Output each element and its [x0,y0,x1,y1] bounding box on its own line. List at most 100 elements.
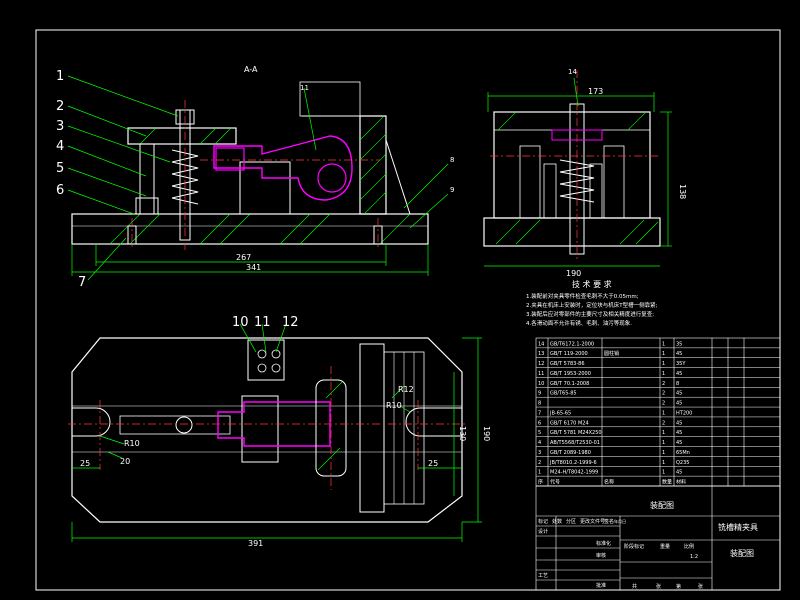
bom-cell-qty: 1 [662,450,665,456]
drawing-type-label: 装配图 [650,500,674,510]
balloon-10: 10 [232,315,249,330]
drawing-border [35,29,781,591]
bom-cell-mat: 35 [676,341,682,347]
bom-cell-mat: HT200 [676,410,692,416]
bom-cell-no: 6 [538,420,541,426]
bom-cell-name: 圆柱销 [604,350,619,357]
balloon-8: 8 [450,156,454,164]
balloon-12: 12 [282,315,299,330]
top-view: 10 11 12 391 190 130 R12 R10 R10 20 25 [68,315,491,548]
balloon-3: 3 [56,119,64,134]
bom-cell-qty: 1 [662,440,665,446]
bom-cell-qty: 1 [662,410,665,416]
bom-cell-code: AB/T5568/T2530-01 [550,440,600,446]
sheet-label-2: 第 [676,583,681,590]
stage-header-2: 比例 [684,543,694,550]
dim-r10b: R10 [124,439,140,448]
bom-cell-no: 14 [538,341,544,347]
bom-cell-qty: 1 [662,341,665,347]
side-upright [493,111,651,219]
bom-cell-mat: 45 [676,470,682,476]
balloon-2: 2 [56,99,64,114]
bom-cell-no: 2 [538,460,541,466]
bom-cell-qty: 1 [662,351,665,357]
dim-190-side: 190 [566,269,581,278]
bom-cell-no: 8 [538,401,541,407]
bom-cell-no: 3 [538,450,541,456]
bom-cell-qty: 1 [662,470,665,476]
bom-cell-no: 序 [538,479,543,486]
balloon-1: 1 [56,69,64,84]
technical-requirements: 技 术 要 求 1.装配前对夹具零件检查毛刺不大于0.05mm; 2.夹具在机床… [526,279,658,327]
scale-value: 1:2 [690,554,698,560]
stage-header-0: 阶段标记 [624,543,644,550]
clamp-arm [127,127,237,145]
dim-r12: R12 [398,385,414,394]
dim-130: 130 [458,426,467,441]
bom-cell-code: JB/T8010.2-1999-6 [549,460,597,466]
dim-173: 173 [588,87,603,96]
lever-part [213,135,353,201]
tech-req-line-3: 3.装配后应对零部件的主要尺寸及相关精度进行复查; [526,310,654,318]
bom-cell-no: 11 [538,371,544,377]
bom-cell-qty: 1 [662,371,665,377]
balloon-11-top: 11 [254,315,271,330]
dim-r10: R10 [386,401,402,410]
balloon-5: 5 [56,161,64,176]
rev-header-3: 更改文件号 [580,518,605,525]
sheet-label-3: 张 [698,583,703,590]
top-lever-part [217,401,331,447]
dim-138: 138 [678,184,687,199]
bom-cell-mat: 35Y [676,361,686,367]
bom-cell-code: GB/T6172.1-2000 [550,341,594,347]
bom-cell-qty: 2 [662,391,665,397]
bom-cell-no: 4 [538,440,541,446]
bom-cell-code: JB-65-65 [549,410,571,416]
bom-cell-no: 5 [538,430,541,436]
top-base-outline [71,337,463,523]
bom-cell-qty: 1 [662,430,665,436]
balloon-4: 4 [56,139,64,154]
dim-20: 20 [120,457,130,466]
bom-cell-mat: 45 [676,420,682,426]
rev-header-4: 签名 [604,518,614,525]
drawing-name: 装配图 [730,548,754,558]
bom-cell-code: GB/T65-85 [550,391,577,397]
side-view: 14 173 138 190 [483,68,687,278]
bom-cell-no: 1 [538,470,541,476]
stage-header-1: 重量 [660,543,670,550]
section-label: A-A [244,65,258,74]
tech-req-title: 技 术 要 求 [572,279,612,289]
sign-row-2: 审核 [596,552,606,559]
bom-cell-code: GB/T 1953-2000 [550,371,591,377]
title-block [535,485,781,591]
bom-cell-no: 13 [538,351,544,357]
front-view: A-A [56,65,454,290]
bom-cell-code: GB/T 6170 M24 [550,420,589,426]
bom-cell-mat: Q235 [676,460,689,466]
angle-support [359,115,387,215]
bom-cell-qty: 2 [662,381,665,387]
rev-header-1: 处数 [552,518,562,525]
bom-cell-mat: 8 [676,381,679,387]
bom-cell-qty: 2 [662,420,665,426]
bom-cell-mat: 45 [676,391,682,397]
bom-cell-code: GB/T 119-2000 [550,351,588,357]
rev-header-5: 年月日 [614,518,626,524]
side-base [483,217,661,247]
tech-req-line-2: 2.夹具在机床上安装时，定位块与机床T型槽一侧靠紧; [526,301,658,309]
bom-cell-mat: 65Mn [676,450,690,456]
bom-cell-code: GB/T 5783-86 [550,361,585,367]
sheet-label-1: 张 [656,583,661,590]
sign-row-1: 标准化 [596,540,611,547]
balloon-6: 6 [56,183,64,198]
bom-cell-name: 名称 [604,479,614,486]
bom-cell-no: 7 [538,410,541,416]
dim-25a: 25 [80,459,90,468]
bom-cell-code: 代号 [550,479,560,486]
bom-cell-qty: 2 [662,401,665,407]
balloon-7: 7 [78,275,86,290]
bom-cell-mat: 45 [676,401,682,407]
tech-req-line-4: 4.各滑动面不允许有锈、毛刺、油污等现象. [526,319,632,327]
